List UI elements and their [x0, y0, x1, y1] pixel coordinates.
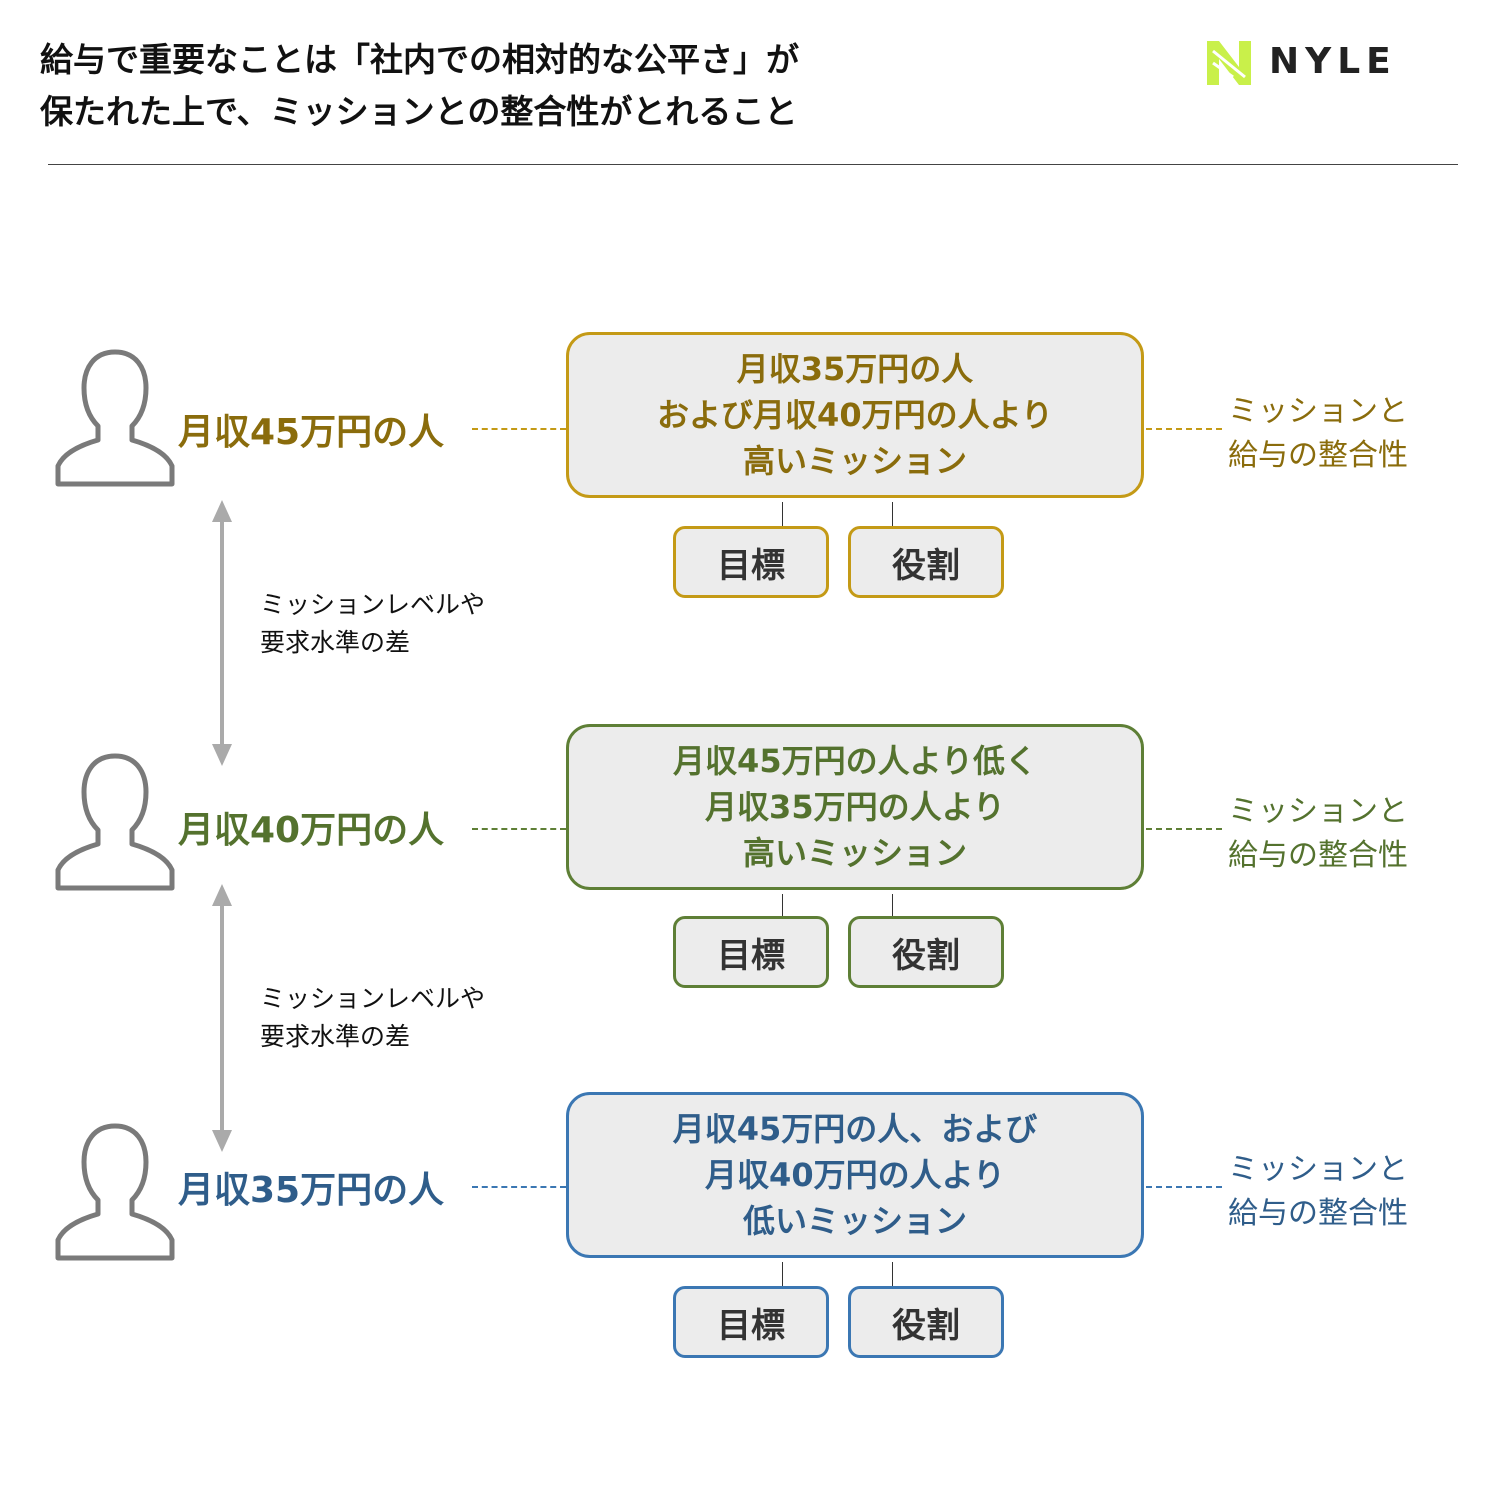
tag-role: 役割	[848, 526, 1004, 598]
dashed-connector	[1146, 1186, 1222, 1188]
page-title: 給与で重要なことは「社内での相対的な公平さ」が 保たれた上で、ミッションとの整合…	[40, 34, 1120, 138]
salary-label-40: 月収40万円の人	[178, 810, 445, 851]
header-divider	[48, 164, 1458, 165]
mission-line: 高いミッション	[742, 442, 967, 480]
nyle-logo-mark-icon	[1207, 41, 1251, 85]
alignment-line: 給与の整合性	[1228, 1196, 1408, 1231]
mission-line: 月収45万円の人より低く	[673, 742, 1037, 780]
gap-note: ミッションレベルや 要求水準の差	[260, 980, 520, 1056]
salary-label-35: 月収35万円の人	[178, 1170, 445, 1211]
gap-note-line: ミッションレベルや	[260, 590, 486, 619]
mission-line: 高いミッション	[742, 834, 967, 872]
person-icon	[55, 753, 175, 891]
gap-note: ミッションレベルや 要求水準の差	[260, 586, 520, 662]
alignment-line: ミッションと	[1228, 794, 1408, 829]
tag-goal: 目標	[673, 916, 829, 988]
nyle-logo: NYLE	[1205, 37, 1435, 87]
tag-role: 役割	[848, 1286, 1004, 1358]
tag-goal: 目標	[673, 1286, 829, 1358]
dashed-connector	[472, 428, 566, 430]
mission-box-40: 月収45万円の人より低く 月収35万円の人より 高いミッション	[566, 724, 1144, 890]
alignment-label-45: ミッションと 給与の整合性	[1228, 390, 1468, 478]
tag-connector	[782, 1262, 783, 1286]
mission-line: 月収35万円の人より	[705, 788, 1005, 826]
mission-line: および月収40万円の人より	[657, 396, 1053, 434]
tag-role: 役割	[848, 916, 1004, 988]
tag-connector	[892, 1262, 893, 1286]
alignment-line: ミッションと	[1228, 394, 1408, 429]
alignment-label-35: ミッションと 給与の整合性	[1228, 1148, 1468, 1236]
mission-box-45: 月収35万円の人 および月収40万円の人より 高いミッション	[566, 332, 1144, 498]
mission-line: 低いミッション	[742, 1202, 967, 1240]
tag-connector	[892, 502, 893, 526]
double-arrow-icon	[212, 500, 232, 766]
alignment-label-40: ミッションと 給与の整合性	[1228, 790, 1468, 878]
logo-text: NYLE	[1269, 41, 1397, 82]
tag-goal: 目標	[673, 526, 829, 598]
alignment-line: ミッションと	[1228, 1152, 1408, 1187]
title-line-2: 保たれた上で、ミッションとの整合性がとれること	[40, 92, 798, 131]
person-icon	[55, 1123, 175, 1261]
alignment-line: 給与の整合性	[1228, 838, 1408, 873]
tag-connector	[782, 502, 783, 526]
dashed-connector	[1146, 828, 1222, 830]
gap-note-line: ミッションレベルや	[260, 984, 486, 1013]
mission-box-35: 月収45万円の人、および 月収40万円の人より 低いミッション	[566, 1092, 1144, 1258]
person-icon	[55, 349, 175, 487]
mission-line: 月収35万円の人	[736, 350, 974, 388]
alignment-line: 給与の整合性	[1228, 438, 1408, 473]
dashed-connector	[472, 828, 566, 830]
dashed-connector	[1146, 428, 1222, 430]
tag-connector	[782, 894, 783, 918]
title-line-1: 給与で重要なことは「社内での相対的な公平さ」が	[40, 40, 799, 79]
tag-connector	[892, 894, 893, 918]
mission-line: 月収40万円の人より	[705, 1156, 1005, 1194]
double-arrow-icon	[212, 884, 232, 1152]
gap-note-line: 要求水準の差	[260, 628, 411, 657]
dashed-connector	[472, 1186, 566, 1188]
gap-note-line: 要求水準の差	[260, 1022, 411, 1051]
mission-line: 月収45万円の人、および	[672, 1110, 1038, 1148]
salary-label-45: 月収45万円の人	[178, 412, 445, 453]
